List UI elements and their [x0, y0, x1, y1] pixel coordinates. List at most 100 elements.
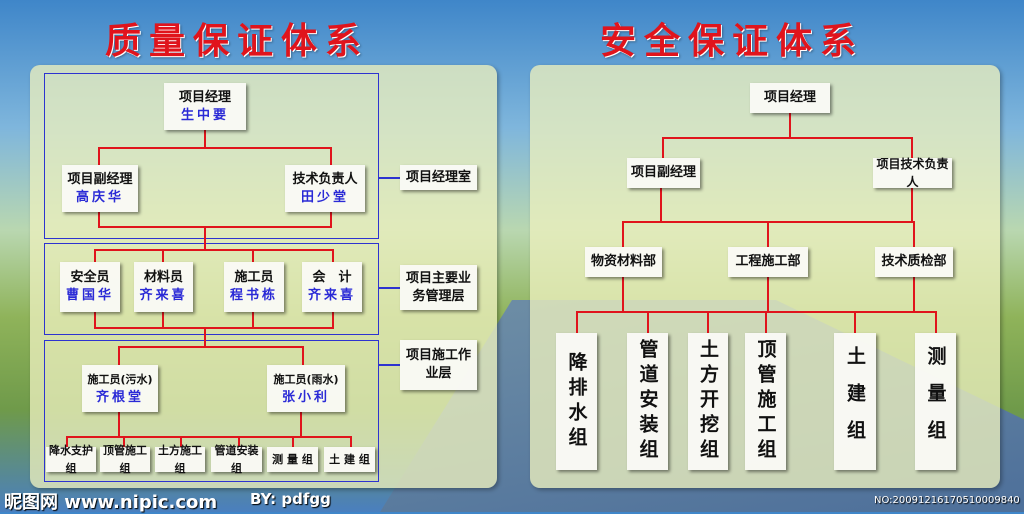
quality-pm-box: 项目经理生中要 [164, 83, 246, 130]
connector-line [94, 312, 96, 328]
role-label: 会 计 [312, 270, 352, 285]
connector-line [98, 212, 100, 228]
connector-line [662, 137, 664, 158]
connector-line [300, 412, 302, 437]
staff-box: 材料员齐来喜 [134, 262, 193, 312]
connector [378, 364, 400, 366]
safety-title: 安全保证体系 [600, 21, 865, 62]
layer-label: 项目施工作业层 [400, 340, 477, 390]
person-name: 张小利 [281, 389, 330, 405]
connector [378, 177, 400, 179]
connector-line [162, 249, 164, 262]
connector-line [789, 113, 791, 138]
group-box: 顶管施工组 [100, 444, 150, 475]
connector-line [765, 311, 767, 333]
connector-line [98, 147, 332, 149]
connector-line [204, 327, 206, 347]
quality-tech-box: 技术负责人田少堂 [285, 165, 365, 212]
connector-line [118, 346, 304, 348]
person-name: 生中要 [180, 107, 229, 123]
connector-line [707, 311, 709, 333]
connector-line [66, 436, 68, 447]
connector-line [162, 312, 164, 328]
group-box: 降水支护组 [46, 444, 96, 475]
person-name: 齐来喜 [307, 288, 356, 303]
connector-line [767, 277, 769, 313]
worker-box: 施工员(雨水) 张小利 [267, 365, 345, 412]
person-name: 齐根堂 [95, 389, 144, 405]
connector-line [332, 312, 334, 328]
connector-line [913, 277, 915, 313]
connector-line [118, 412, 120, 437]
group-box: 土 建 组 [324, 447, 375, 472]
layer-frame-business [44, 243, 379, 335]
staff-box: 施工员程书栋 [224, 262, 284, 312]
group-box: 测 量 组 [267, 447, 318, 472]
role-label: 项目经理 [178, 89, 231, 105]
connector-line [94, 327, 334, 329]
connector-line [94, 249, 96, 262]
connector-line [854, 311, 856, 333]
person-name: 齐来喜 [139, 288, 188, 303]
person-name: 高庆华 [75, 189, 124, 205]
connector-line [94, 249, 334, 251]
person-name: 曹国华 [65, 288, 114, 303]
layer-label: 项目经理室 [400, 165, 477, 190]
role-label: 材料员 [143, 270, 183, 285]
connector-line [330, 147, 332, 165]
safety-deputy-box: 项目副经理 [627, 158, 700, 188]
staff-box: 会 计齐来喜 [302, 262, 362, 312]
connector-line [350, 436, 352, 447]
role-label: 施工员(雨水) [273, 372, 339, 386]
group-box: 土方施工组 [155, 444, 205, 475]
connector-line [660, 188, 662, 222]
quality-title: 质量保证体系 [105, 21, 370, 62]
connector-line [252, 312, 254, 328]
safety-group-box: 测量组 [915, 333, 956, 470]
connector-line [238, 436, 240, 447]
dept-box: 技术质检部 [875, 247, 953, 277]
connector [378, 287, 400, 289]
connector-line [911, 188, 913, 222]
dept-box: 工程施工部 [728, 247, 808, 277]
safety-group-box: 土方开挖组 [688, 333, 728, 470]
person-name: 程书栋 [229, 288, 278, 303]
connector-line [935, 311, 937, 333]
safety-pm-box: 项目经理 [750, 83, 830, 113]
safety-group-box: 降排水组 [556, 333, 597, 470]
watermark-number: NO:20091216170510009840 [874, 495, 1020, 506]
safety-group-box: 管道安装组 [627, 333, 668, 470]
connector-line [576, 311, 578, 333]
layer-frame-construction [44, 340, 379, 482]
connector-line [292, 436, 294, 447]
safety-group-box: 顶管施工组 [745, 333, 786, 470]
connector-line [118, 346, 120, 365]
group-box: 管道安装组 [211, 444, 262, 475]
person-name: 田少堂 [300, 189, 349, 205]
role-label: 施工员 [234, 270, 274, 285]
connector-line [302, 346, 304, 365]
safety-group-box: 土建组 [834, 333, 876, 470]
layer-frame-management-office [44, 73, 379, 239]
watermark-author: BY: pdfgg [250, 490, 331, 508]
connector-line [98, 226, 332, 228]
connector-line [913, 221, 915, 247]
connector-line [204, 130, 206, 148]
watermark-site: 昵图网 www.nipic.com [4, 492, 218, 513]
connector-line [66, 436, 352, 438]
connector-line [622, 277, 624, 313]
connector-line [332, 249, 334, 262]
connector-line [123, 436, 125, 447]
worker-box: 施工员(污水)齐根堂 [82, 365, 158, 412]
connector-line [622, 221, 624, 247]
connector-line [647, 311, 649, 333]
connector-line [576, 311, 936, 313]
dept-box: 物资材料部 [585, 247, 662, 277]
connector-line [204, 226, 206, 250]
connector-line [180, 436, 182, 447]
connector-line [767, 221, 769, 247]
connector-line [252, 249, 254, 262]
layer-label: 项目主要业务管理层 [400, 265, 477, 310]
role-label: 安全员 [70, 270, 110, 285]
role-label: 技术负责人 [292, 171, 358, 187]
